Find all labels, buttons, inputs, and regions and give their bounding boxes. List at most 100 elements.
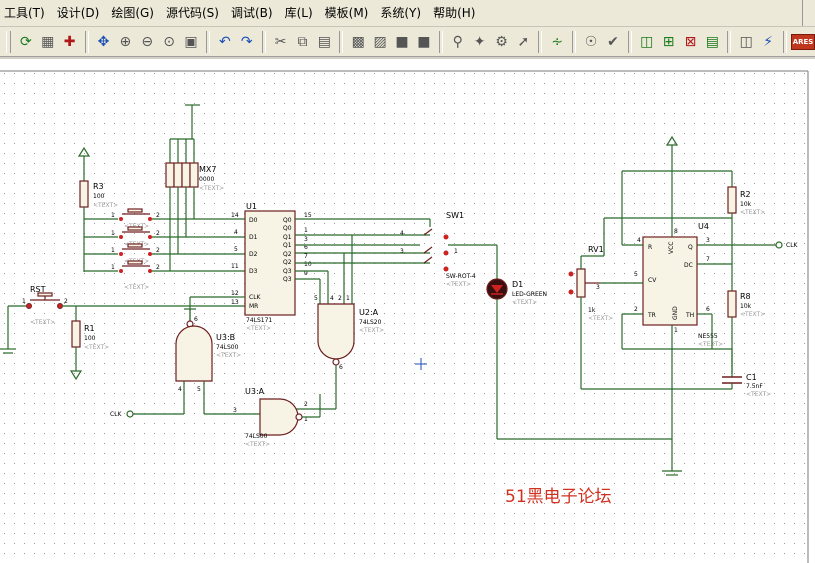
menu-help[interactable]: 帮助(H) (433, 6, 476, 20)
menu-template[interactable]: 模板(M) (324, 6, 369, 20)
switch-pin1: 1 (111, 247, 115, 254)
make-device-icon[interactable]: ✦ (473, 33, 486, 50)
clk-input-terminal[interactable]: CLK (110, 410, 134, 418)
cut-icon[interactable]: ✂ (274, 33, 287, 50)
u1-num-4: 4 (234, 229, 238, 236)
ares-netlist-button[interactable]: ARES (791, 33, 815, 50)
origin-icon[interactable]: ✚ (63, 33, 76, 50)
menu-library[interactable]: 库(L) (284, 6, 313, 20)
rst-label: RST (30, 285, 46, 294)
rn-value: 0000 (199, 176, 214, 183)
schematic-canvas[interactable]: RST 1 2 <TEXT> R1 100 <TEXT> R3 100 <TEX… (0, 59, 815, 563)
resistor-r3[interactable]: R3 100 <TEXT> (77, 146, 118, 272)
zoom-all-icon[interactable]: ⊙ (163, 33, 176, 50)
rst-button[interactable]: RST 1 2 <TEXT> (7, 285, 68, 349)
led-d1[interactable]: D1 LED-GREEN <TEXT> (486, 278, 547, 306)
search-tag-icon[interactable]: ☉ (584, 33, 598, 50)
u1-pin-d2: D2 (249, 251, 258, 258)
property-tool-icon[interactable]: ✔ (607, 33, 619, 50)
new-sheet-icon[interactable]: ◫ (640, 33, 654, 50)
switch-pin2: 2 (156, 230, 160, 237)
zoom-in-icon[interactable]: ⊕ (119, 33, 132, 50)
u4-pin-tr: TR (647, 312, 656, 319)
menu-tools[interactable]: 工具(T) (4, 6, 45, 20)
u4-pin-th: TH (685, 312, 694, 319)
wire-autorouter-icon[interactable]: ∻ (551, 33, 564, 50)
capacitor-c1[interactable]: C1 7.5nF <TEXT> (722, 349, 771, 398)
menu-design[interactable]: 设计(D) (56, 6, 100, 20)
u4-type: NE555 (698, 333, 718, 340)
menu-bar: 工具(T) 设计(D) 绘图(G) 源代码(S) 调试(B) 库(L) 模板(M… (0, 0, 815, 27)
refresh-icon[interactable]: ⟳ (20, 33, 32, 50)
paste-icon[interactable]: ▤ (317, 33, 331, 50)
grid-icon[interactable]: ▦ (41, 33, 55, 50)
rv1-ref: RV1 (588, 245, 604, 254)
bom-report-icon[interactable]: ◫ (739, 33, 753, 50)
u3a-pin-3: 3 (233, 407, 237, 414)
toolbar-separator (572, 30, 577, 53)
toolbar-separator (538, 30, 543, 53)
u4-num-2: 2 (634, 306, 638, 313)
menu-debug[interactable]: 调试(B) (230, 6, 273, 20)
u1-pin-q3b: Q3 (283, 276, 292, 283)
redo-icon[interactable]: ↷ (240, 33, 253, 50)
clk-in-label: CLK (110, 411, 123, 418)
r1-ref: R1 (84, 324, 95, 333)
block-rotate-icon[interactable]: ■ (395, 33, 409, 50)
zoom-area-icon[interactable]: ▣ (184, 33, 198, 50)
ic-u4-ne555[interactable]: U4 R VCC Q DC CV TR GND TH 4 8 3 7 5 2 1… (634, 222, 723, 348)
u4-num-7: 7 (706, 256, 710, 263)
pan-icon[interactable]: ✥ (97, 33, 110, 50)
pick-device-icon[interactable]: ⚲ (452, 33, 463, 50)
gate-u3b[interactable]: U3:B 74LS00 <TEXT> 4 5 6 (175, 316, 241, 393)
ground-arrow-icon (69, 370, 83, 381)
u1-num-15: 15 (304, 212, 312, 219)
menu-source[interactable]: 源代码(S) (165, 6, 219, 20)
u2a-pin-1: 1 (346, 295, 350, 302)
gate-u3a[interactable]: U3:A 74LS00 <TEXT> 3 2 1 (233, 387, 308, 448)
resistor-r8[interactable]: R8 10k <TEXT> (727, 290, 765, 374)
toolbar-separator (261, 30, 266, 53)
clk-output-terminal[interactable]: CLK (775, 241, 799, 249)
toolbar-separator (205, 30, 210, 53)
electrical-check-icon[interactable]: ⚡ (763, 33, 774, 50)
r8-ref: R8 (740, 292, 751, 301)
package-tool-icon[interactable]: ⚙ (495, 33, 508, 50)
undo-icon[interactable]: ↶ (219, 33, 231, 50)
r3-ref: R3 (93, 182, 104, 191)
block-delete-icon[interactable]: ■ (417, 33, 431, 50)
rn-ref: MX7 (199, 165, 216, 174)
zoom-out-icon[interactable]: ⊖ (141, 33, 154, 50)
goto-sheet-icon[interactable]: ▤ (705, 33, 720, 50)
decompose-icon[interactable]: ➚ (517, 33, 530, 50)
u1-pin-q2: Q2 (283, 251, 292, 258)
menu-graph[interactable]: 绘图(G) (111, 6, 154, 20)
u1-pin-d0: D0 (249, 217, 258, 224)
u1-pin-mr: MR (249, 303, 258, 310)
copy-icon[interactable]: ⧉ (297, 33, 308, 50)
u3a-text: <TEXT> (245, 441, 270, 448)
block-copy-icon[interactable]: ▩ (351, 33, 365, 50)
rv1-text: <TEXT> (588, 315, 613, 322)
r8-text: <TEXT> (740, 311, 765, 318)
toolbar: ⟳ ▦ ✚ ✥ ⊕ ⊖ ⊙ ▣ ↶ ↷ ✂ ⧉ ▤ ▩ ▨ ■ ■ ⚲ ✦ ⚙ … (0, 27, 815, 57)
u4-pin-q: Q (688, 244, 693, 251)
schematic-svg[interactable]: RST 1 2 <TEXT> R1 100 <TEXT> R3 100 <TEX… (0, 59, 815, 563)
add-sheet-icon[interactable]: ⊞ (662, 33, 675, 50)
u1-pin-q1b: Q1 (283, 242, 292, 249)
switch-text: <TEXT> (124, 284, 149, 291)
dip-switch-3[interactable]: 1 2 <TEXT> (84, 260, 245, 291)
resistor-r2[interactable]: R2 10k <TEXT> (727, 171, 765, 297)
r2-text: <TEXT> (740, 209, 765, 216)
remove-sheet-icon[interactable]: ⊠ (684, 33, 697, 50)
block-move-icon[interactable]: ▨ (373, 33, 387, 50)
menu-system[interactable]: 系统(Y) (380, 6, 422, 20)
window-control[interactable] (802, 0, 815, 26)
ic-u1[interactable]: U1 74LS171 <TEXT> D0 D1 D2 D3 CLK MR 14 … (231, 202, 312, 332)
resistor-network[interactable]: MX7 0000 <TEXT> (165, 104, 224, 271)
resistor-r1[interactable]: R1 100 <TEXT> (69, 320, 109, 381)
switch-pin1: 1 (111, 212, 115, 219)
gate-u2a[interactable]: U2:A 74LS20 <TEXT> 5 4 2 1 6 (314, 295, 384, 371)
toolbar-grip[interactable] (6, 30, 11, 53)
rotary-switch-sw1[interactable]: SW1 4 3 1 SW-ROT-4 <TEXT> (400, 211, 476, 288)
